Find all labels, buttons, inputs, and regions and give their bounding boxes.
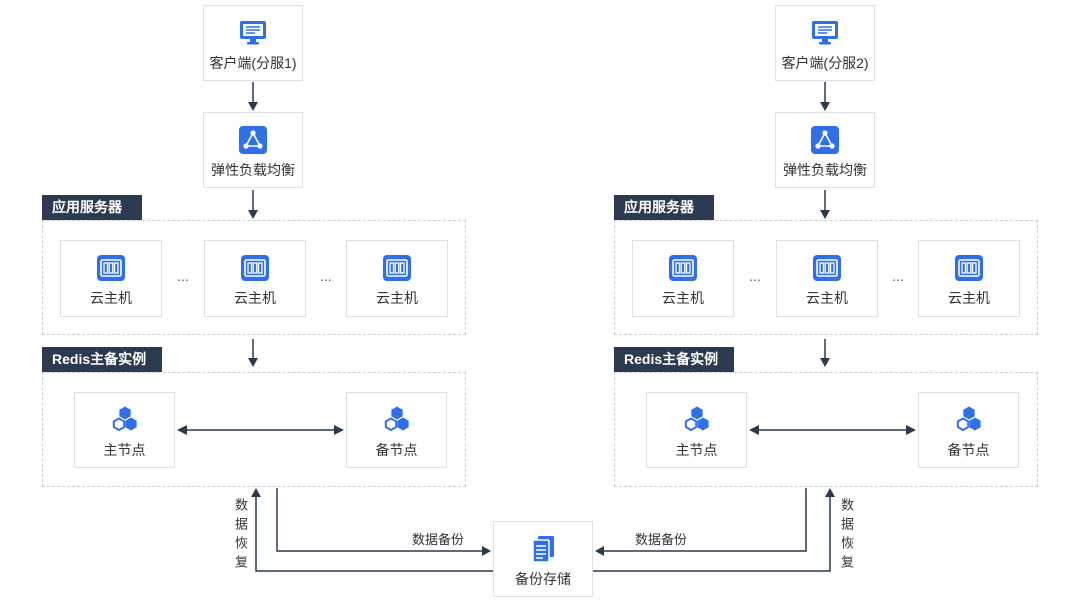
- left-backup-label: 数据备份: [411, 532, 464, 547]
- redis-group-title: Redis主备实例: [42, 347, 162, 372]
- load-balancer-label: 弹性负载均衡: [783, 162, 867, 178]
- redis-hexagon-icon: [384, 406, 409, 432]
- client-node: 客户端(分服2): [775, 5, 875, 81]
- arrow-left-restore: [251, 488, 493, 572]
- server-icon: [669, 255, 697, 281]
- left-restore-label: 数据恢复: [233, 498, 248, 574]
- cloud-host-label: 云主机: [376, 290, 418, 306]
- load-balancer-label: 弹性负载均衡: [211, 162, 295, 178]
- load-balancer-icon: [811, 126, 839, 154]
- client-label: 客户端(分服1): [209, 55, 297, 71]
- client-label: 客户端(分服2): [781, 55, 869, 71]
- cloud-host-node: 云主机: [60, 240, 162, 317]
- right-restore-label: 数据恢复: [839, 498, 854, 574]
- redis-master-label: 主节点: [103, 442, 146, 458]
- right-backup-label: 数据备份: [634, 532, 687, 547]
- redis-hexagon-icon: [112, 406, 137, 432]
- server-icon: [383, 255, 411, 281]
- ellipsis: ...: [892, 268, 904, 284]
- cloud-host-node: 云主机: [346, 240, 448, 317]
- cluster-left: 客户端(分服1) 弹性负载均衡 应用服务器 云主机 ...: [0, 0, 470, 490]
- redis-standby-label: 备节点: [947, 442, 990, 458]
- redis-master-node: 主节点: [74, 392, 175, 468]
- load-balancer-node: 弹性负载均衡: [775, 112, 875, 188]
- cloud-host-label: 云主机: [234, 290, 276, 306]
- backup-storage-node: 备份存储: [493, 521, 593, 597]
- server-icon: [97, 255, 125, 281]
- server-icon: [241, 255, 269, 281]
- arrow-app-servers-to-redis: [820, 339, 830, 367]
- redis-standby-node: 备节点: [918, 392, 1019, 468]
- storage-icon: [532, 536, 554, 563]
- redis-group-title: Redis主备实例: [614, 347, 734, 372]
- redis-standby-node: 备节点: [346, 392, 447, 468]
- cluster-right: 客户端(分服2) 弹性负载均衡 应用服务器 云主机 ...: [572, 0, 1042, 490]
- redis-hexagon-icon: [956, 406, 981, 432]
- redis-master-node: 主节点: [646, 392, 747, 468]
- cloud-host-label: 云主机: [662, 290, 704, 306]
- redis-master-label: 主节点: [675, 442, 718, 458]
- arrow-client-to-lb: [248, 82, 258, 111]
- cloud-host-label: 云主机: [90, 290, 132, 306]
- cloud-host-node: 云主机: [776, 240, 878, 317]
- client-node: 客户端(分服1): [203, 5, 303, 81]
- arrow-right-restore: [593, 488, 835, 572]
- cloud-host-node: 云主机: [918, 240, 1020, 317]
- arrow-lb-to-app-servers: [820, 190, 830, 219]
- redis-hexagon-icon: [684, 406, 709, 432]
- server-icon: [813, 255, 841, 281]
- monitor-icon: [812, 21, 838, 45]
- server-icon: [955, 255, 983, 281]
- arrow-right-backup: [595, 488, 807, 556]
- backup-storage-label: 备份存储: [515, 571, 571, 587]
- redis-standby-label: 备节点: [375, 442, 418, 458]
- app-servers-group-title: 应用服务器: [614, 195, 714, 220]
- app-servers-group-title: 应用服务器: [42, 195, 142, 220]
- cloud-host-label: 云主机: [806, 290, 848, 306]
- arrow-app-servers-to-redis: [248, 339, 258, 367]
- arrow-client-to-lb: [820, 82, 830, 111]
- monitor-icon: [240, 21, 266, 45]
- cloud-host-label: 云主机: [948, 290, 990, 306]
- load-balancer-icon: [239, 126, 267, 154]
- ellipsis: ...: [177, 268, 189, 284]
- load-balancer-node: 弹性负载均衡: [203, 112, 303, 188]
- ellipsis: ...: [749, 268, 761, 284]
- cloud-host-node: 云主机: [632, 240, 734, 317]
- arrow-lb-to-app-servers: [248, 190, 258, 219]
- cloud-host-node: 云主机: [204, 240, 306, 317]
- ellipsis: ...: [320, 268, 332, 284]
